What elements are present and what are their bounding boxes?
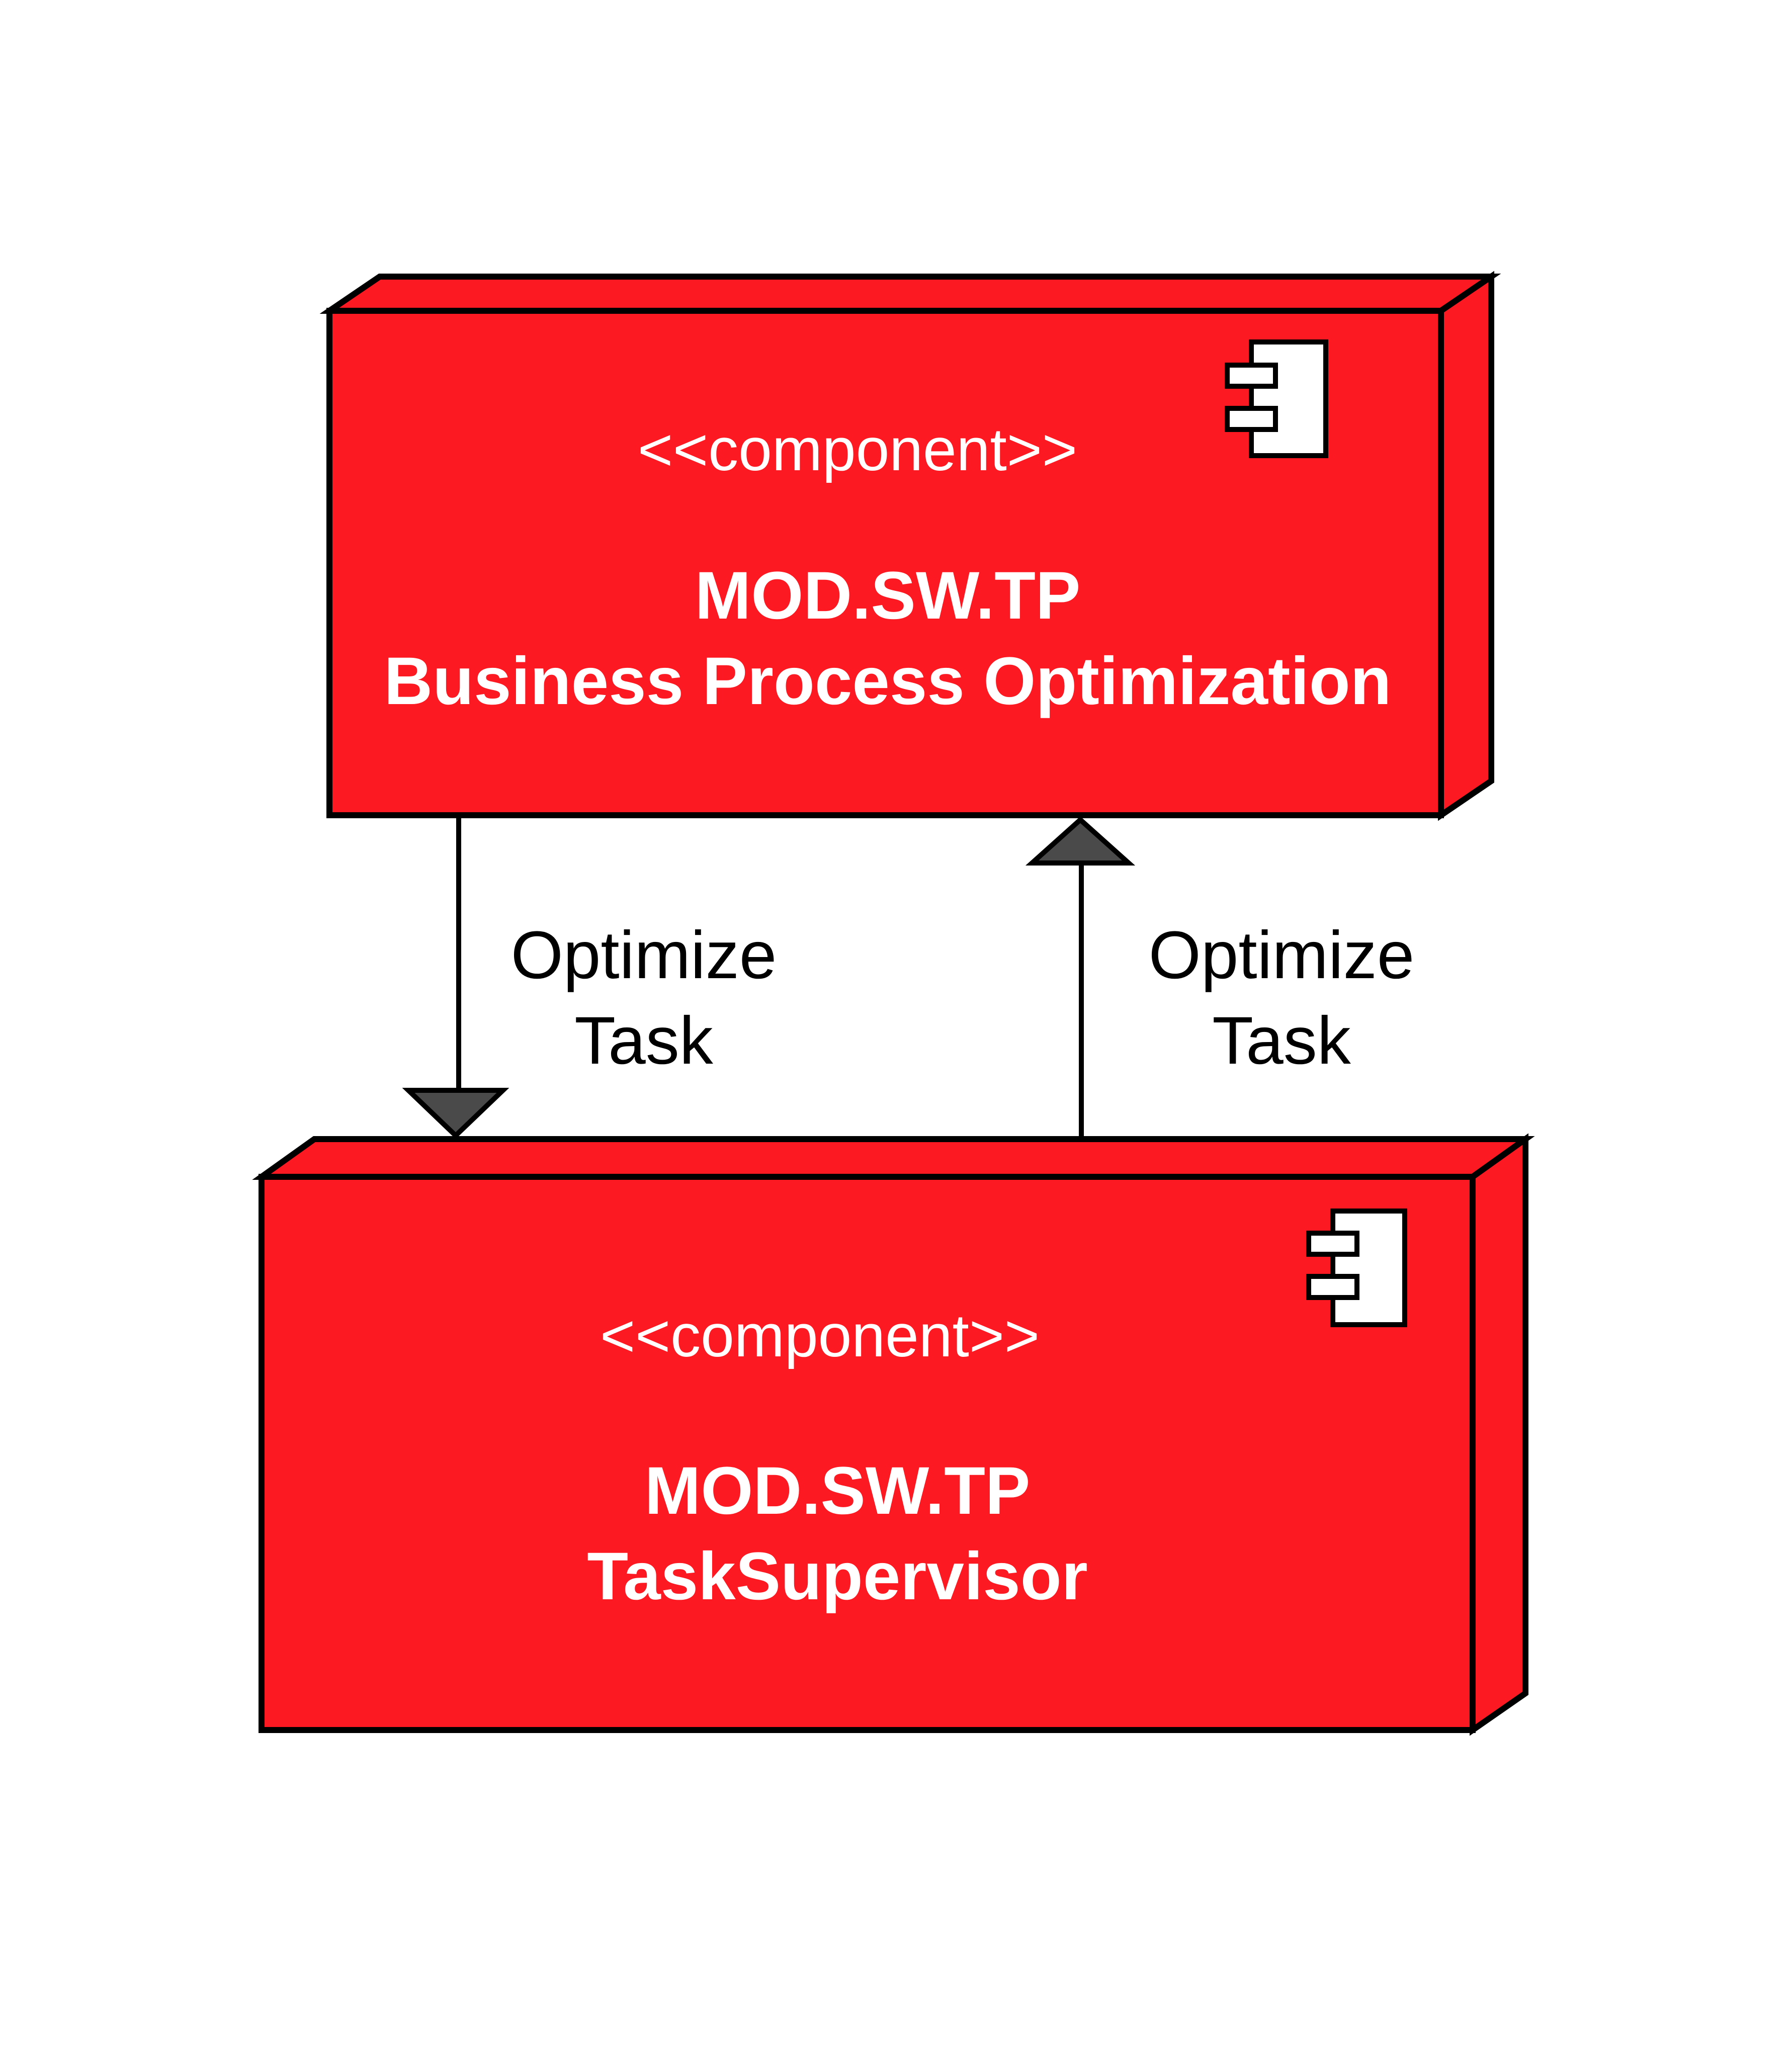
connector-optimize-task-up[interactable]: Optimize Task [1025, 816, 1415, 1139]
component-business-process-optimization[interactable]: <<component>> MOD.SW.TP Business Process… [319, 271, 1501, 821]
uml-component-icon [1225, 339, 1328, 458]
component-module-id: MOD.SW.TP [695, 558, 1081, 633]
component-side-3d-face [1470, 1133, 1528, 1736]
component-front-face [259, 1174, 1476, 1733]
component-stereotype: <<component>> [600, 1302, 1040, 1369]
component-name: TaskSupervisor [587, 1539, 1088, 1614]
connector-label-line1: Optimize [1149, 918, 1415, 993]
component-name: Business Process Optimization [384, 644, 1391, 719]
component-stereotype: <<component>> [638, 416, 1077, 483]
uml-component-icon [1306, 1209, 1407, 1327]
arrowhead-down [402, 1088, 509, 1139]
component-module-id: MOD.SW.TP [645, 1453, 1031, 1528]
connector-label-line1: Optimize [511, 918, 777, 993]
connector-optimize-task-down[interactable]: Optimize Task [402, 815, 777, 1139]
component-side-3d-face [1438, 271, 1494, 821]
connector-label-line2: Task [1212, 1003, 1351, 1078]
component-task-supervisor[interactable]: <<component>> MOD.SW.TP TaskSupervisor [252, 1133, 1535, 1736]
arrowhead-up [1025, 816, 1136, 866]
component-top-3d-face [252, 1136, 1535, 1180]
component-top-3d-face [319, 274, 1501, 314]
connector-label-line2: Task [574, 1003, 714, 1078]
